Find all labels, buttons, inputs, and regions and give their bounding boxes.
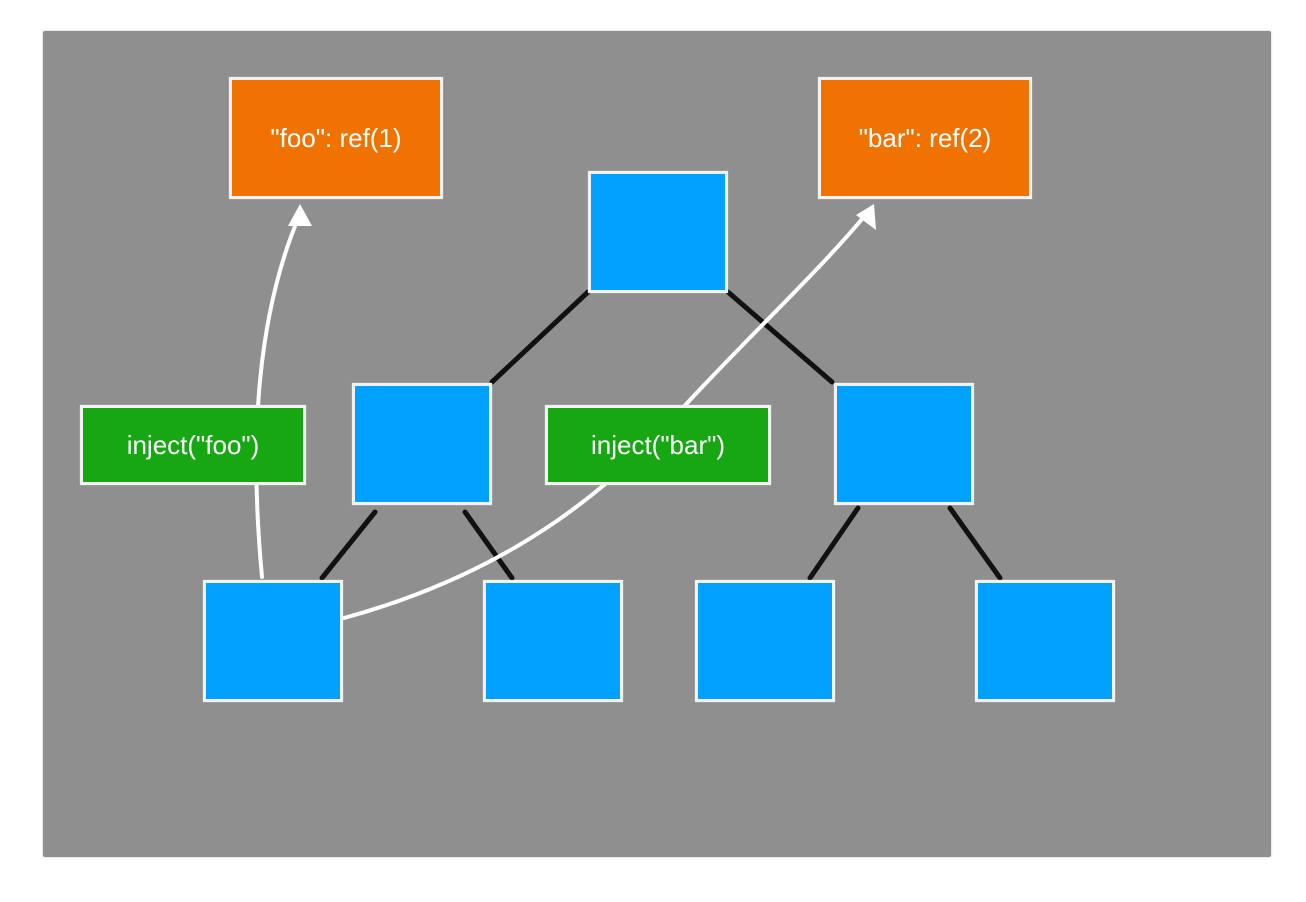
provide-foo-node: "foo": ref(1) [229, 77, 443, 199]
tree-node-right [834, 383, 974, 505]
inject-foo-label: inject("foo") [80, 405, 306, 485]
inject-bar-label: inject("bar") [545, 405, 771, 485]
tree-node-leaf-3 [695, 580, 835, 702]
tree-node-leaf-2 [483, 580, 623, 702]
tree-node-leaf-1 [203, 580, 343, 702]
tree-node-root [588, 171, 728, 293]
provide-bar-node: "bar": ref(2) [818, 77, 1032, 199]
tree-node-leaf-4 [975, 580, 1115, 702]
tree-node-left [352, 383, 492, 505]
